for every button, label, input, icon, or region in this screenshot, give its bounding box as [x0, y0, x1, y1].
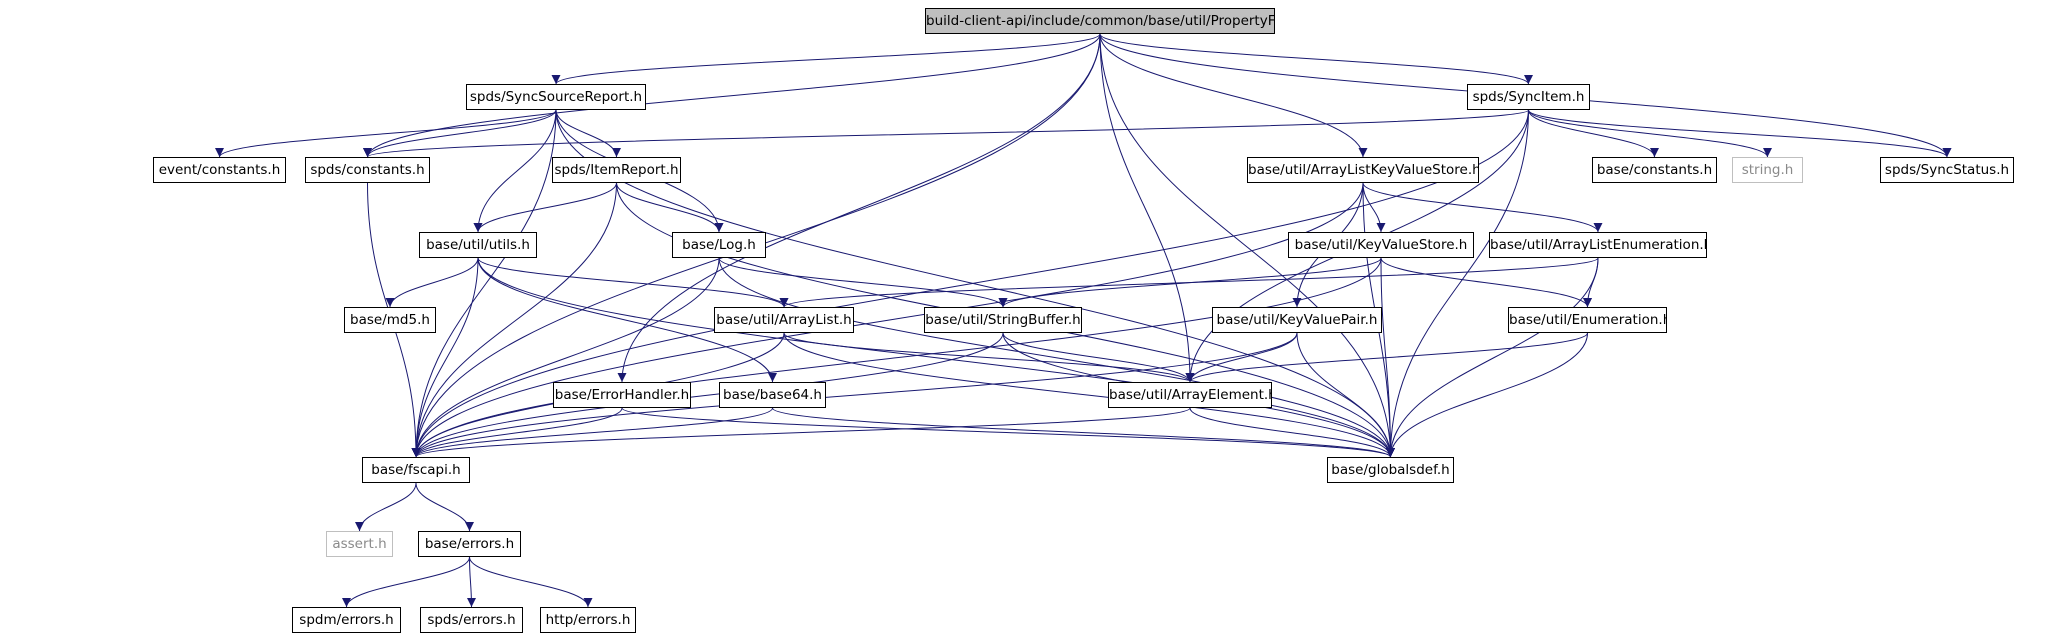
edge-ArrayList-to-ArrayElement [783, 332, 1195, 383]
node-spds-syncsourcereport-h[interactable]: spds/SyncSourceReport.h [466, 84, 646, 110]
edge-Log-to-fscapi [411, 257, 720, 458]
edge-ItemReport-to-Log [616, 182, 724, 233]
node-base-fscapi-h[interactable]: base/fscapi.h [362, 457, 470, 483]
edge-baseErrors-to-spdmErrors [342, 556, 470, 608]
edge-PropertyFile-to-SyncItem [1099, 33, 1533, 85]
node-enumeration-h[interactable]: base/util/Enumeration.h [1508, 307, 1667, 333]
edge-KeyValueStore-to-fscapi [411, 257, 1382, 458]
edge-base64-to-fscapi [411, 407, 773, 458]
edge-SyncSourceReport-to-utils [473, 109, 557, 233]
edge-base64-to-globalsdef [772, 407, 1395, 458]
edge-PropertyFile-to-SyncSourceReport [551, 33, 1101, 85]
edge-KeyValuePair-to-globalsdef [1296, 332, 1395, 458]
edge-StringBuffer-to-fscapi [411, 332, 1004, 458]
node-keyvaluestore-h[interactable]: base/util/KeyValueStore.h [1288, 232, 1474, 258]
edge-Log-to-globalsdef [718, 257, 1395, 458]
edge-PropertyFile-to-ErrorHandler [617, 33, 1101, 383]
edge-ItemReport-to-utils [473, 182, 617, 233]
edge-Enumeration-to-globalsdef [1386, 332, 1588, 458]
edge-ArrayListKeyValueStore-to-fscapi [411, 182, 1364, 458]
edge-SyncItem-to-baseConstants [1528, 109, 1659, 158]
edge-utils-to-globalsdef [477, 257, 1395, 458]
edge-ArrayElement-to-fscapi [411, 407, 1191, 458]
edge-fscapi-to-assertH [355, 482, 417, 532]
node-assert-h: assert.h [326, 531, 393, 557]
edge-ArrayListKeyValueStore-to-ArrayListEnumeration [1362, 182, 1603, 233]
edge-utils-to-md5 [385, 257, 479, 308]
edge-fscapi-to-baseErrors [415, 482, 474, 532]
node-base-md5-h[interactable]: base/md5.h [344, 307, 436, 333]
node-base-globalsdef-h[interactable]: base/globalsdef.h [1327, 457, 1454, 483]
node-propertyfile-h: build-client-api/include/common/base/uti… [925, 8, 1275, 34]
node-spdm-errors-h[interactable]: spdm/errors.h [292, 607, 401, 633]
edge-SyncSourceReport-to-fscapi [411, 109, 557, 458]
node-stringbuffer-h[interactable]: base/util/StringBuffer.h [924, 307, 1082, 333]
edge-KeyValueStore-to-Enumeration [1380, 257, 1592, 308]
edge-baseErrors-to-httpErrors [469, 556, 593, 608]
node-spds-constants-h[interactable]: spds/constants.h [305, 157, 430, 183]
node-arrayelement-h[interactable]: base/util/ArrayElement.h [1108, 382, 1272, 408]
edge-ArrayListEnumeration-to-ArrayList [779, 257, 1599, 308]
edge-SyncItem-to-spdsConstants [363, 109, 1529, 158]
edge-SyncItem-to-globalsdef [1386, 109, 1529, 458]
node-base-errorhandler-h[interactable]: base/ErrorHandler.h [553, 382, 691, 408]
node-base-util-utils-h[interactable]: base/util/utils.h [419, 232, 537, 258]
edge-ArrayList-to-globalsdef [783, 332, 1395, 458]
node-arraylist-h[interactable]: base/util/ArrayList.h [714, 307, 854, 333]
node-base-constants-h[interactable]: base/constants.h [1592, 157, 1717, 183]
edge-KeyValuePair-to-fscapi [411, 332, 1298, 458]
node-spds-syncitem-h[interactable]: spds/SyncItem.h [1467, 84, 1590, 110]
edge-utils-to-ArrayList [477, 257, 789, 308]
edge-Log-to-StringBuffer [718, 257, 1008, 308]
edge-ErrorHandler-to-fscapi [411, 407, 623, 458]
edge-ArrayElement-to-globalsdef [1189, 407, 1395, 458]
node-spds-errors-h[interactable]: spds/errors.h [420, 607, 523, 633]
edge-ArrayListEnumeration-to-globalsdef [1386, 257, 1599, 458]
edge-utils-to-base64 [477, 257, 777, 383]
node-spds-itemreport-h[interactable]: spds/ItemReport.h [552, 157, 681, 183]
edge-ItemReport-to-fscapi [411, 182, 617, 458]
edge-PropertyFile-to-ArrayListKeyValueStore [1099, 33, 1368, 158]
edge-SyncSourceReport-to-ItemReport [555, 109, 621, 158]
node-keyvaluepair-h[interactable]: base/util/KeyValuePair.h [1212, 307, 1382, 333]
edge-ErrorHandler-to-globalsdef [621, 407, 1395, 458]
edge-StringBuffer-to-ArrayElement [1002, 332, 1195, 383]
edge-SyncItem-to-stringH [1528, 109, 1772, 158]
node-http-errors-h[interactable]: http/errors.h [540, 607, 636, 633]
edge-PropertyFile-to-spdsConstants [363, 33, 1101, 158]
node-spds-syncstatus-h[interactable]: spds/SyncStatus.h [1880, 157, 2014, 183]
node-string-h: string.h [1732, 157, 1803, 183]
edge-SyncItem-to-SyncStatus [1528, 109, 1952, 158]
node-base-log-h[interactable]: base/Log.h [672, 232, 766, 258]
edge-PropertyFile-to-ArrayElement [1099, 33, 1195, 383]
edge-PropertyFile-to-globalsdef [1099, 33, 1395, 458]
edge-SyncSourceReport-to-spdsConstants [363, 109, 557, 158]
node-base-errors-h[interactable]: base/errors.h [418, 531, 521, 557]
node-event-constants-h[interactable]: event/constants.h [153, 157, 286, 183]
node-arraylistkeyvaluestore-h[interactable]: base/util/ArrayListKeyValueStore.h [1247, 157, 1479, 183]
edge-SyncSourceReport-to-eventConstants [215, 109, 557, 158]
node-base-base64-h[interactable]: base/base64.h [719, 382, 826, 408]
edge-utils-to-fscapi [411, 257, 479, 458]
edge-baseErrors-to-spdsErrors [466, 556, 476, 608]
node-arraylistenumeration-h[interactable]: base/util/ArrayListEnumeration.h [1489, 232, 1707, 258]
edge-Enumeration-to-ArrayElement [1185, 332, 1588, 383]
